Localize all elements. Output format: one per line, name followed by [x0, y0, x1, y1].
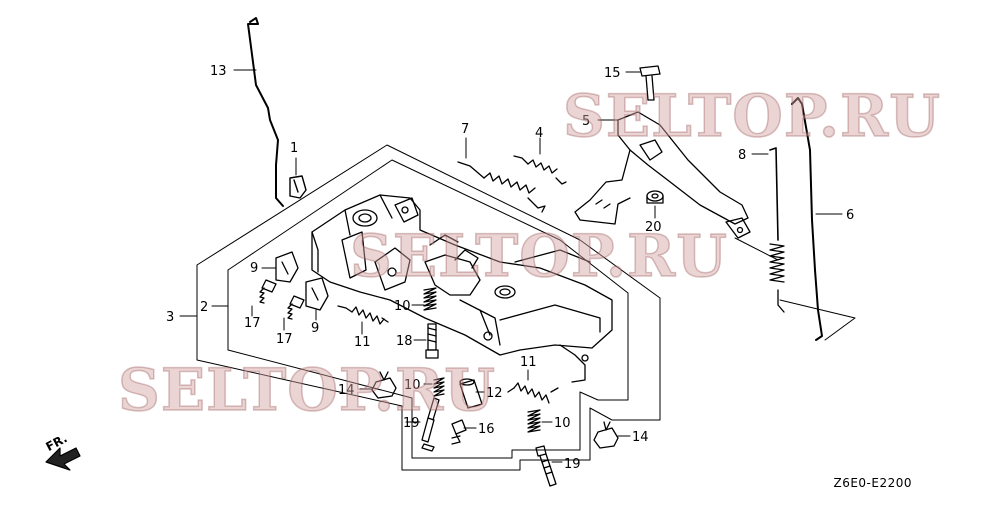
- part-1-clip: [289, 175, 307, 199]
- part-13-rod: [247, 17, 284, 207]
- part-8-rod-spring: [769, 147, 785, 313]
- part-10-spring-lower: [527, 409, 541, 433]
- callout-2: 2: [200, 300, 208, 315]
- part-17-screw-upper: [259, 279, 277, 304]
- callout-10-middle: 10: [404, 378, 421, 393]
- part-17-screw-lower: [287, 295, 305, 320]
- part-9-clip-upper: [275, 251, 299, 283]
- callout-20: 20: [645, 220, 662, 235]
- callout-3: 3: [166, 310, 174, 325]
- callout-14-right: 14: [632, 430, 649, 445]
- callout-17-upper: 17: [244, 316, 261, 331]
- callout-12: 12: [486, 386, 503, 401]
- part-11-spring-right: [507, 382, 559, 404]
- callout-5: 5: [582, 114, 590, 129]
- callout-16: 16: [478, 422, 495, 437]
- callout-6: 6: [846, 208, 854, 223]
- callout-1: 1: [290, 141, 298, 156]
- main-control-bracket: [311, 194, 613, 383]
- callout-7: 7: [461, 122, 469, 137]
- part-11-spring-left: [337, 305, 389, 325]
- part-6-rod: [791, 97, 823, 341]
- callout-4: 4: [535, 126, 543, 141]
- part-10-spring-middle: [433, 377, 445, 397]
- part-10-spring-upper: [423, 287, 437, 311]
- part-18-bolt: [425, 323, 439, 359]
- callout-18: 18: [396, 334, 413, 349]
- callout-10-lower: 10: [554, 416, 571, 431]
- callout-11-right: 11: [520, 355, 537, 370]
- part-9-clip-lower: [305, 277, 329, 311]
- front-direction-arrow: [45, 447, 81, 471]
- part-19-bolt-left: [421, 397, 440, 452]
- callout-13: 13: [210, 64, 227, 79]
- part-5-choke-lever: [574, 111, 751, 239]
- callout-9-lower: 9: [311, 321, 319, 336]
- callout-14-left: 14: [338, 383, 355, 398]
- callout-9-upper: 9: [250, 261, 258, 276]
- callout-11-left: 11: [354, 335, 371, 350]
- assembly-box-outer: [196, 144, 661, 471]
- part-15-bolt: [639, 65, 661, 101]
- callout-19-left: 19: [403, 416, 420, 431]
- part-14-nut-left: [371, 371, 397, 399]
- part-20-nut: [646, 190, 664, 204]
- callout-8: 8: [738, 148, 746, 163]
- part-12-sleeve: [459, 378, 483, 409]
- part-19-bolt-right: [535, 445, 557, 487]
- part-14-nut-right: [593, 421, 619, 449]
- part-4-spring: [513, 155, 567, 185]
- assembly-box-inner: [227, 159, 629, 459]
- callout-15: 15: [604, 66, 621, 81]
- diagram-code: Z6E0-E2200: [833, 476, 912, 490]
- callout-10-upper: 10: [394, 299, 411, 314]
- part-7-spring: [457, 161, 546, 213]
- callout-19-right: 19: [564, 457, 581, 472]
- part-16-screw: [451, 419, 467, 445]
- callout-17-lower: 17: [276, 332, 293, 347]
